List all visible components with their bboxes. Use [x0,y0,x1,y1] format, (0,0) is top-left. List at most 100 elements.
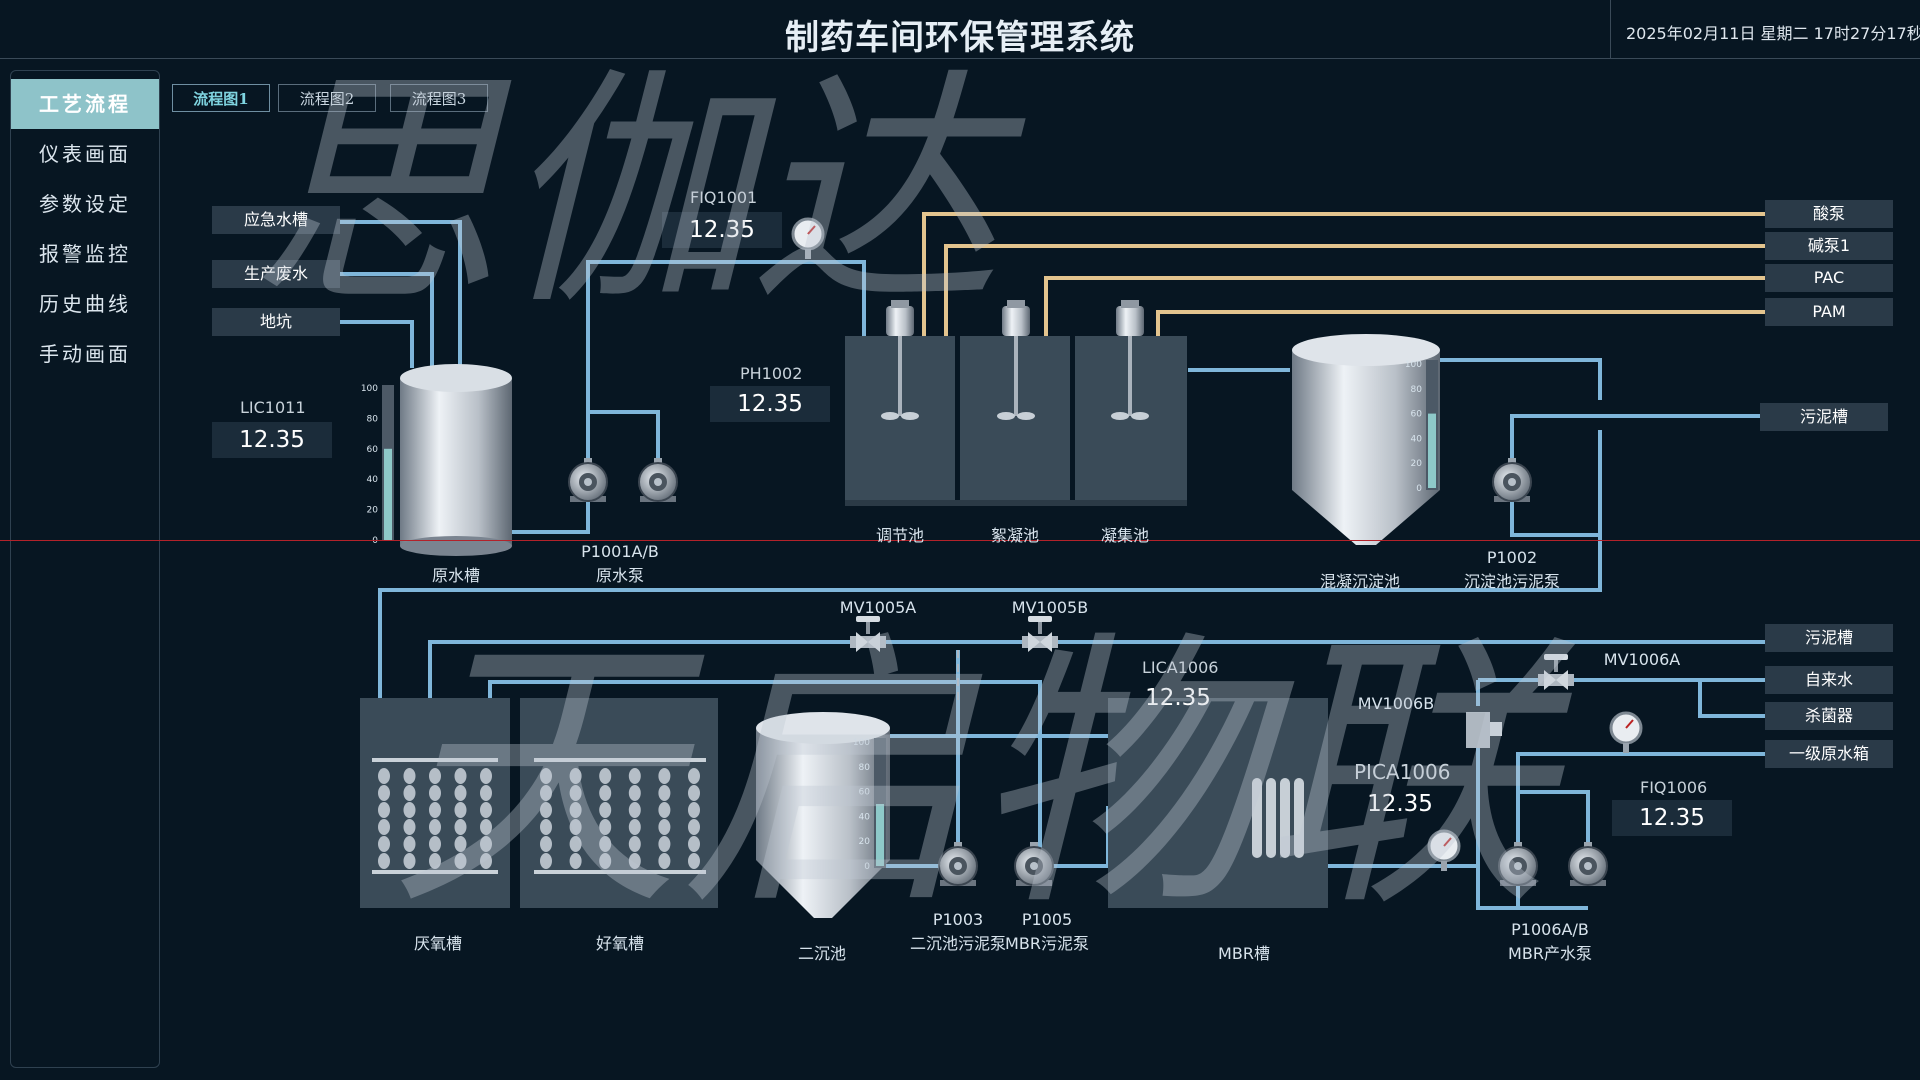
tab-flow-3[interactable]: 流程图3 [390,84,488,112]
outlet-sludge-tank-top[interactable]: 污泥槽 [1760,403,1888,431]
pump-p1002[interactable] [1492,457,1532,503]
label-clarifier-pump-name: 沉淀池污泥泵 [1463,572,1560,591]
valve-mv1006a[interactable] [1538,654,1574,690]
secondary-clarifier-level-gauge-tick-label: 40 [859,812,871,822]
label-clarifier: 混凝沉淀池 [1319,572,1400,591]
media-bead [378,802,390,818]
clarifier-tank [1292,334,1440,545]
secondary-clarifier-level-gauge-tick-label: 60 [859,788,871,798]
clarifier-level-gauge-tick-label: 100 [1405,360,1422,370]
media-bead [688,768,700,784]
media-bead [688,802,700,818]
raw-tank-level-gauge-tick-label: 20 [367,506,379,516]
media-bead [403,768,416,784]
media-bead [454,785,467,801]
label-mv1006a: MV1006A [1603,650,1681,669]
chem-acid-pump[interactable]: 酸泵 [1765,200,1893,228]
label-mv1006b: MV1006B [1357,694,1435,713]
nav-history-curves[interactable]: 历史曲线 [39,292,131,316]
media-bead [480,836,492,852]
media-bead [540,836,552,852]
label-p1003-tag: P1003 [932,910,984,929]
media-bead [658,819,671,835]
media-bead [403,785,416,801]
label-anoxic-tank: 厌氧槽 [413,934,462,953]
media-bead [480,802,492,818]
tab-flow-2[interactable]: 流程图2 [278,84,376,112]
label-p1005-name: MBR污泥泵 [1005,934,1089,953]
valve-mv1005b[interactable] [1022,616,1058,652]
chem-alkali-pump[interactable]: 碱泵1 [1765,232,1893,260]
nav-manual-screen[interactable]: 手动画面 [39,342,131,366]
media-bead [454,768,467,784]
label-flocculation-tank: 絮凝池 [990,526,1039,545]
pump-p1003[interactable] [938,841,978,887]
media-bead [569,819,582,835]
pump-p1001a[interactable] [568,457,608,503]
outlet-tap-water[interactable]: 自来水 [1765,666,1893,694]
media-bead [569,802,582,818]
label-raw-pump-tag: P1001A/B [581,542,659,561]
source-emergency-tank[interactable]: 应急水槽 [212,206,340,234]
clarifier-level-gauge-tick-label: 60 [1411,410,1423,420]
mbr-tank [1108,698,1328,908]
raw-tank-level-gauge-tick-label: 0 [372,536,378,546]
clarifier-level-gauge-tick-label: 20 [1411,459,1423,469]
media-bead [628,853,641,869]
header-bar: 制药车间环保管理系统 2025年02月11日 星期二 17时27分17秒 [0,0,1920,59]
label-mbr-pump-tag: P1006A/B [1511,920,1589,939]
media-bead [688,785,700,801]
pump-p1001b[interactable] [638,457,678,503]
outlet-sludge-tank-bottom[interactable]: 污泥槽 [1765,624,1893,652]
chem-pam[interactable]: PAM [1765,298,1893,326]
alarm-line [0,540,1920,541]
nav-process-flow[interactable]: 工艺流程 [11,79,159,129]
media-bead [599,768,612,784]
media-bead [480,819,492,835]
valve-mv1005a[interactable] [850,616,886,652]
mbr-membranes [1252,778,1304,858]
secondary-clarifier-level-gauge-tick-label: 100 [853,738,870,748]
label-aerobic-tank: 好氧槽 [595,934,644,953]
media-bead [378,785,390,801]
label-raw-tank: 原水槽 [431,566,480,585]
label-clarifier-pump-tag: P1002 [1486,548,1538,567]
raw-tank-level-gauge-tick-label: 80 [367,414,379,424]
source-production-waste[interactable]: 生产废水 [212,260,340,288]
media-bead [688,853,700,869]
value-lica1006: 12.35 [1145,685,1211,711]
media-bead [628,802,641,818]
nav-alarm-monitor[interactable]: 报警监控 [39,242,131,266]
tab-flow-1[interactable]: 流程图1 [172,84,270,112]
pump-p1006a[interactable] [1498,841,1538,887]
value-pica1006: 12.35 [1367,791,1433,817]
clarifier-level-gauge-fill [1428,413,1436,488]
nav-parameter-settings[interactable]: 参数设定 [39,192,131,216]
nav-instrument-screen[interactable]: 仪表画面 [39,142,131,166]
pump-p1005[interactable] [1014,841,1054,887]
media-bead [658,853,671,869]
chem-pac[interactable]: PAC [1765,264,1893,292]
clarifier-level-gauge-tick-label: 80 [1411,385,1423,395]
outlet-sterilizer[interactable]: 杀菌器 [1765,702,1893,730]
media-bead [429,802,441,818]
valve-mv1006b[interactable] [1466,712,1502,748]
raw-tank-level-gauge-tick-label: 60 [367,445,379,455]
media-bead [540,853,552,869]
pump-p1006b[interactable] [1568,841,1608,887]
source-sump[interactable]: 地坑 [212,308,340,336]
raw-tank [382,364,512,556]
outlet-primary-raw-tank[interactable]: 一级原水箱 [1765,740,1893,768]
label-mbr-tank: MBR槽 [1218,944,1270,963]
label-p1005-tag: P1005 [1021,910,1073,929]
media-bead [454,836,467,852]
tag-fiq1006: FIQ1006 [1640,778,1708,797]
media-bead [658,785,671,801]
media-rail [372,758,498,762]
media-bead [480,785,492,801]
media-bead [454,802,467,818]
media-bead [378,768,390,784]
media-bead [599,802,612,818]
